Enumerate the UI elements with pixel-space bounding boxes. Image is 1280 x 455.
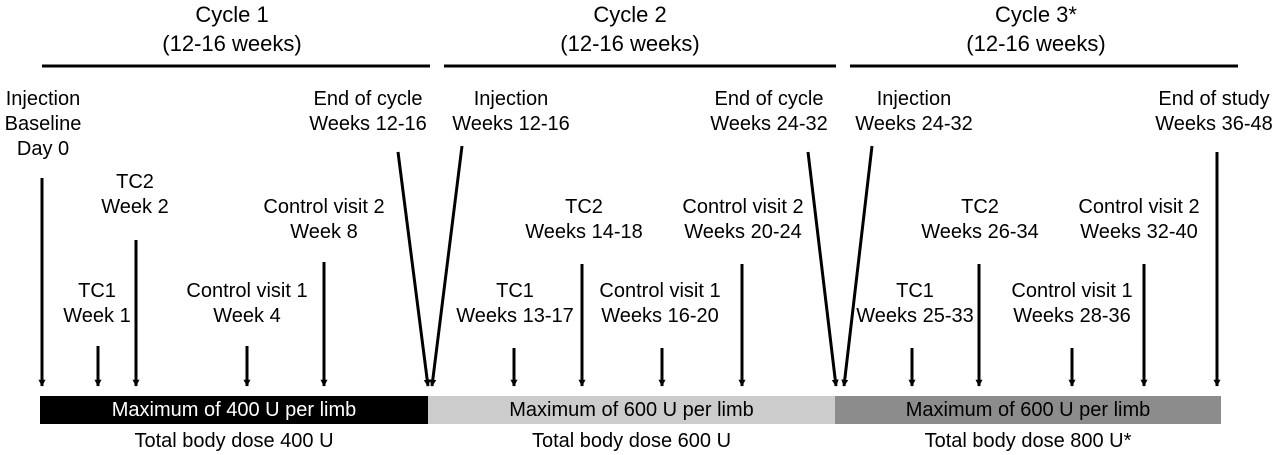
event-label-line: Weeks 26-34 <box>921 221 1039 243</box>
event-label-line: Baseline <box>4 113 82 135</box>
event-label-injection-baseline: Injection Baseline Day 0 <box>5 87 82 162</box>
cycle-2-total-dose: Total body dose 600 U <box>531 430 732 452</box>
event-label-tc2-cycle2: TC2 Weeks 14-18 <box>525 195 642 245</box>
cycle-1-dose-bar: Maximum of 400 U per limb <box>40 396 428 424</box>
event-label-line: Control visit 2 <box>1078 196 1200 218</box>
cycle-3-title: Cycle 3* (12-16 weeks) <box>966 0 1105 58</box>
event-label-line: Weeks 16-20 <box>601 305 719 327</box>
cycle-3-total-dose: Total body dose 800 U* <box>924 430 1132 452</box>
event-label-tc1-cycle3: TC1 Weeks 25-33 <box>856 279 973 329</box>
event-label-line: TC1 <box>496 280 534 302</box>
event-label-line: Weeks 28-36 <box>1013 305 1131 327</box>
event-label-line: TC1 <box>896 280 934 302</box>
event-label-tc2-cycle1: TC2 Week 2 <box>101 170 168 220</box>
event-label-line: Control visit 1 <box>1011 280 1133 302</box>
event-label-line: End of cycle <box>714 88 824 110</box>
event-label-line: TC2 <box>961 196 999 218</box>
event-label-line: Weeks 36-48 <box>1155 113 1273 135</box>
event-label-line: Week 1 <box>63 305 131 327</box>
cycle-2-title: Cycle 2 (12-16 weeks) <box>560 0 699 58</box>
event-label-tc1-cycle2: TC1 Weeks 13-17 <box>456 279 573 329</box>
event-label-line: End of cycle <box>313 88 423 110</box>
event-label-control2-cycle3: Control visit 2 Weeks 32-40 <box>1078 195 1199 245</box>
event-label-control2-cycle1: Control visit 2 Week 8 <box>263 195 384 245</box>
cycle-1-duration: (12-16 weeks) <box>162 31 302 56</box>
event-label-line: TC2 <box>565 196 603 218</box>
event-label-injection-cycle3: Injection Weeks 24-32 <box>855 87 972 137</box>
event-label-control1-cycle3: Control visit 1 Weeks 28-36 <box>1011 279 1132 329</box>
cycle-3-duration: (12-16 weeks) <box>966 31 1106 56</box>
arrow-injection-cycle2 <box>429 145 464 387</box>
event-label-end-study: End of study Weeks 36-48 <box>1155 87 1272 137</box>
event-label-injection-cycle2: Injection Weeks 12-16 <box>452 87 569 137</box>
event-label-line: TC2 <box>116 171 154 193</box>
event-label-line: End of study <box>1158 88 1270 110</box>
event-label-line: Weeks 12-16 <box>452 113 570 135</box>
cycle-2-duration: (12-16 weeks) <box>560 31 700 56</box>
arrow-end-cycle1 <box>396 151 431 387</box>
event-label-line: Weeks 20-24 <box>684 221 802 243</box>
arrow-end-cycle2 <box>806 151 839 387</box>
cycle-2-dose-bar: Maximum of 600 U per limb <box>428 396 835 424</box>
event-label-line: Weeks 25-33 <box>856 305 974 327</box>
event-label-line: Control visit 2 <box>263 196 385 218</box>
event-label-line: Weeks 13-17 <box>456 305 574 327</box>
cycle-3-dose-bar: Maximum of 600 U per limb <box>835 396 1221 424</box>
event-label-end-cycle1: End of cycle Weeks 12-16 <box>309 87 426 137</box>
event-label-line: Weeks 12-16 <box>309 113 427 135</box>
event-label-line: Control visit 1 <box>599 280 721 302</box>
event-label-line: Weeks 32-40 <box>1080 221 1198 243</box>
cycle-2-title-text: Cycle 2 <box>593 2 667 27</box>
event-label-line: Week 8 <box>290 221 358 243</box>
event-label-control1-cycle2: Control visit 1 Weeks 16-20 <box>599 279 720 329</box>
event-label-line: Weeks 24-32 <box>855 113 973 135</box>
event-label-line: Weeks 24-32 <box>710 113 828 135</box>
cycle-1-title-text: Cycle 1 <box>195 2 269 27</box>
event-label-control1-cycle1: Control visit 1 Week 4 <box>186 279 307 329</box>
event-label-line: Week 4 <box>213 305 281 327</box>
event-label-line: Week 2 <box>101 196 169 218</box>
event-label-line: Injection <box>5 88 81 110</box>
event-label-line: TC1 <box>78 280 116 302</box>
event-label-line: Injection <box>473 88 549 110</box>
arrow-injection-cycle3 <box>841 145 874 387</box>
cycle-1-title: Cycle 1 (12-16 weeks) <box>162 0 301 58</box>
cycle-1-total-dose: Total body dose 400 U <box>134 430 334 452</box>
event-label-line: Control visit 1 <box>186 280 308 302</box>
event-label-end-cycle2: End of cycle Weeks 24-32 <box>710 87 827 137</box>
event-label-line: Injection <box>876 88 952 110</box>
event-label-tc1-cycle1: TC1 Week 1 <box>63 279 130 329</box>
event-label-line: Weeks 14-18 <box>525 221 643 243</box>
cycle-3-title-text: Cycle 3* <box>995 2 1077 27</box>
event-label-line: Day 0 <box>16 138 70 160</box>
event-label-tc2-cycle3: TC2 Weeks 26-34 <box>921 195 1038 245</box>
event-label-line: Control visit 2 <box>682 196 804 218</box>
event-label-control2-cycle2: Control visit 2 Weeks 20-24 <box>682 195 803 245</box>
